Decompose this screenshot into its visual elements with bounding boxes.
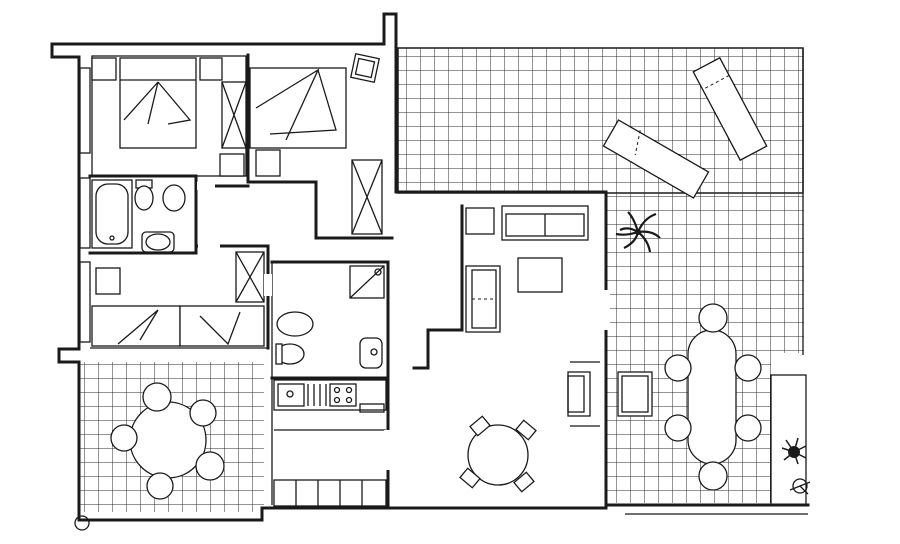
nightstand — [199, 57, 223, 81]
round-dining-table — [459, 415, 537, 493]
coffee-table — [517, 257, 563, 293]
bedroom-1 — [91, 55, 247, 177]
armchair — [617, 371, 653, 417]
armchair — [349, 52, 381, 84]
toilet — [275, 343, 305, 365]
exterior-walls — [50, 12, 810, 522]
nightstand — [255, 149, 281, 177]
kitchen-sink — [277, 383, 305, 407]
bidet — [276, 311, 314, 337]
wardrobe — [351, 159, 383, 235]
bidet — [162, 184, 186, 212]
potted-plant-icon — [781, 437, 811, 495]
twin-bed — [179, 305, 265, 347]
shower — [349, 265, 385, 299]
sink — [359, 337, 383, 369]
side-table — [465, 207, 495, 235]
double-bed — [119, 57, 197, 149]
bedroom-3 — [91, 251, 265, 347]
round-outdoor-table — [110, 382, 225, 500]
double-bed — [249, 67, 347, 149]
twin-bed — [91, 305, 181, 347]
nightstand — [95, 267, 121, 295]
toilet — [134, 179, 154, 211]
sun-lounger — [692, 56, 768, 162]
sun-lounger — [602, 119, 710, 199]
hallway — [196, 190, 314, 244]
sink — [141, 231, 175, 253]
kitchen-cabinets — [273, 479, 387, 507]
outdoor-dining-set — [664, 303, 762, 491]
wardrobe — [221, 81, 247, 149]
bathroom-2 — [275, 265, 385, 369]
wardrobe — [235, 251, 265, 303]
bathtub — [91, 179, 133, 249]
sofa — [501, 205, 589, 241]
nightstand — [91, 57, 117, 81]
armchair — [567, 371, 591, 417]
bathroom-1 — [91, 179, 186, 253]
nightstand — [219, 153, 245, 177]
bedroom-2 — [249, 52, 383, 235]
living-dining-room — [459, 205, 653, 493]
sofa — [465, 265, 501, 333]
stove — [329, 383, 357, 407]
plant-icon — [615, 211, 661, 253]
kitchen — [273, 379, 387, 507]
doorways — [197, 182, 610, 470]
